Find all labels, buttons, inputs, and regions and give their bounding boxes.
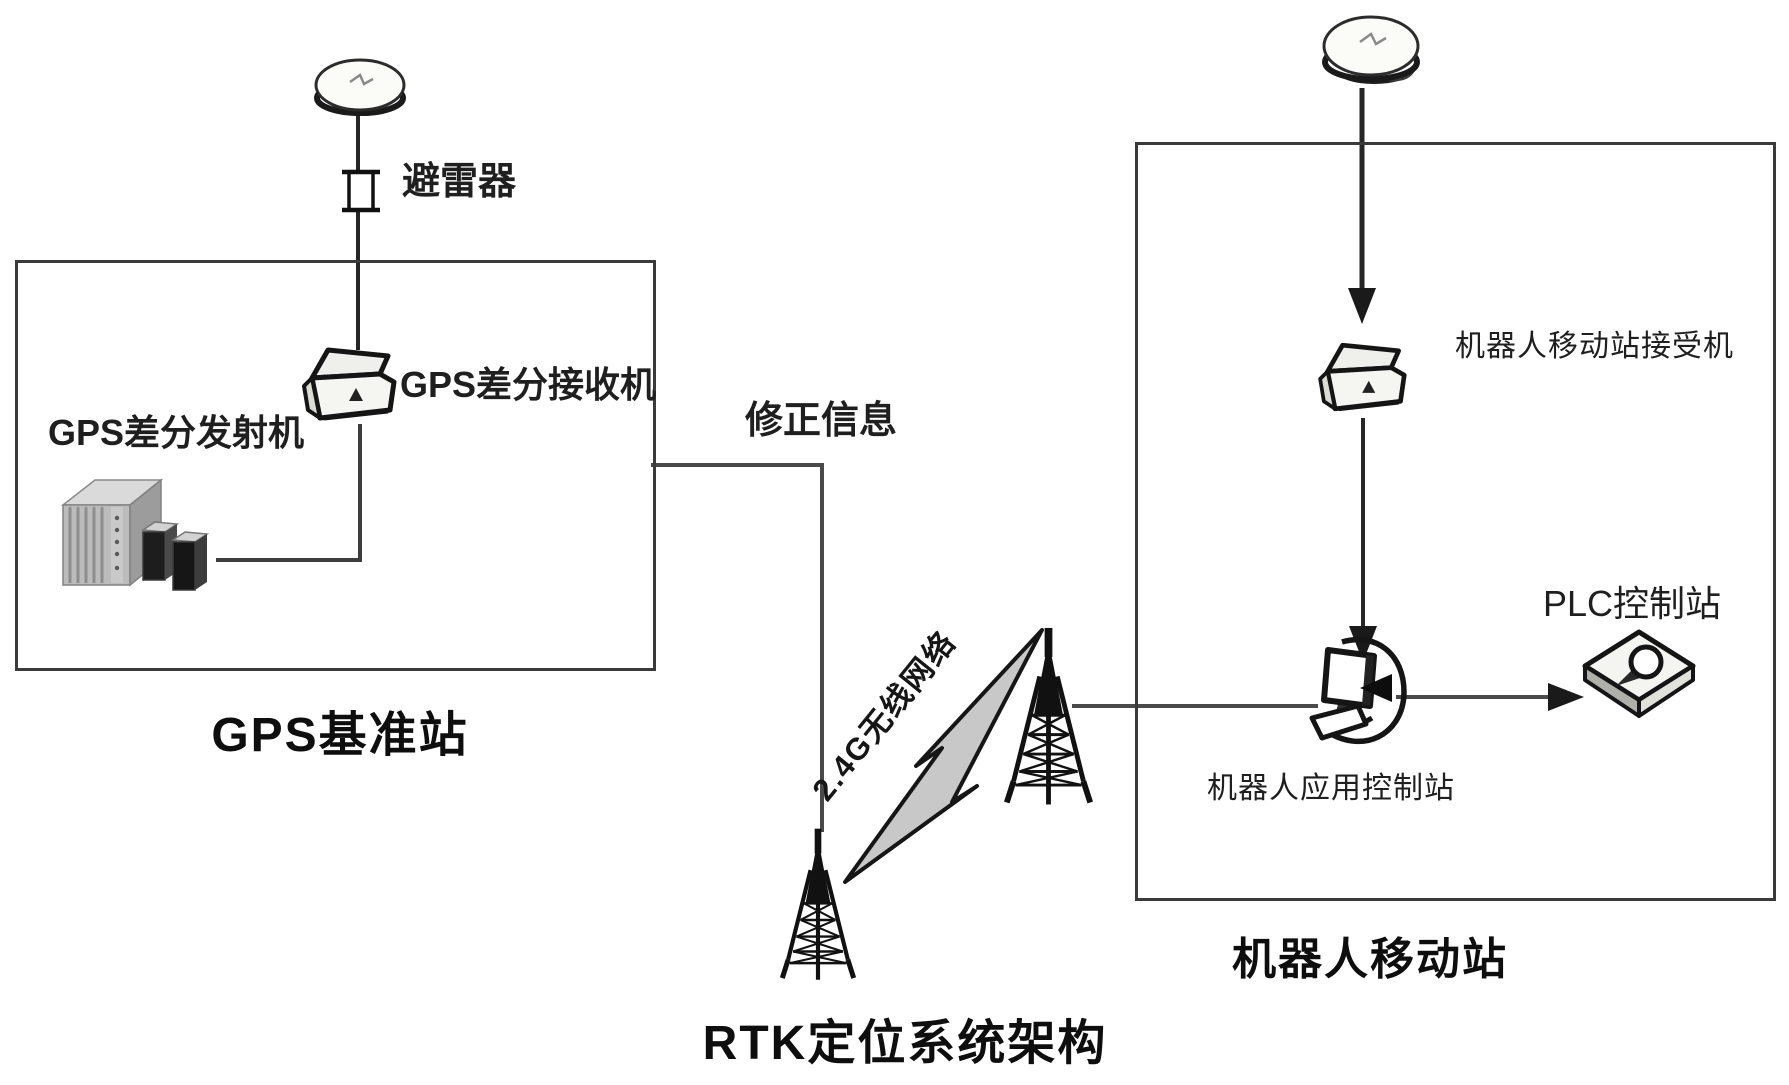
- base-station-box: [15, 260, 656, 671]
- robot-receiver-label: 机器人移动站接受机: [1455, 330, 1734, 363]
- correction-info-label: 修正信息: [745, 400, 898, 442]
- lightning-bolt-icon: [843, 628, 1044, 884]
- mobile-station-title: 机器人移动站: [1232, 935, 1508, 984]
- gps-antenna-icon: [314, 58, 406, 116]
- base-station-title: GPS基准站: [211, 709, 469, 762]
- lightning-arrester-label: 避雷器: [402, 161, 517, 203]
- diagram-title: RTK定位系统架构: [702, 1017, 1108, 1070]
- gps-antenna-icon: [1322, 15, 1420, 84]
- gps-receiver-icon: [1318, 342, 1407, 412]
- antenna-to-receiver-arrow: [1348, 88, 1376, 324]
- computer-to-plc-arrow: [1396, 683, 1584, 711]
- plc-station-label: PLC控制站: [1543, 583, 1722, 624]
- gps-transmitter-icon: [60, 478, 210, 591]
- receiver-to-transmitter-wire: [216, 424, 362, 562]
- computer-icon: [1309, 636, 1407, 745]
- gps-diff-transmitter-label: GPS差分发射机: [48, 412, 305, 453]
- radio-tower-icon: [1004, 627, 1093, 805]
- receiver-to-computer-arrow: [1349, 418, 1377, 662]
- robot-control-station-label: 机器人应用控制站: [1207, 772, 1455, 805]
- mobile-station-box: [1135, 142, 1776, 901]
- correction-info-line: [651, 463, 824, 832]
- gps-diff-receiver-label: GPS差分接收机: [400, 364, 657, 405]
- gps-receiver-icon: [302, 347, 397, 421]
- radio-tower-icon: [779, 828, 857, 980]
- lightning-arrester-icon: [342, 169, 380, 213]
- plc-device-icon: [1582, 629, 1696, 718]
